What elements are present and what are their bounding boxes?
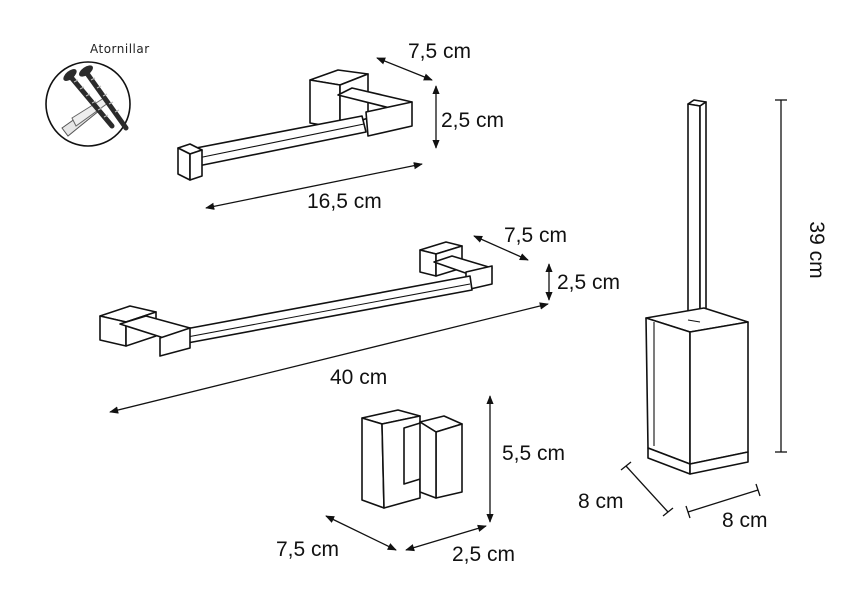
brush-holder-width-label: 8 cm <box>722 509 768 532</box>
hook-height-label: 5,5 cm <box>502 442 565 465</box>
install-label: Atornillar <box>90 42 150 56</box>
towel-bar-width-label: 40 cm <box>330 366 387 389</box>
paper-holder-height-label: 2,5 cm <box>441 109 504 132</box>
screws-badge: Atornillar <box>45 42 150 147</box>
brush-holder-dimensions: 39 cm 8 cm 8 cm <box>578 99 828 532</box>
towel-bar-depth-label: 7,5 cm <box>504 224 567 247</box>
brush-holder-height-label: 39 cm <box>805 221 828 278</box>
screw-icon <box>63 65 129 131</box>
hook-illustration <box>361 409 463 509</box>
paper-holder-illustration <box>177 69 413 181</box>
paper-holder-depth-label: 7,5 cm <box>408 40 471 63</box>
hook-depth-label: 7,5 cm <box>276 538 339 561</box>
hook-width-label: 2,5 cm <box>452 543 515 566</box>
towel-bar-illustration <box>99 241 493 357</box>
brush-holder-depth-label: 8 cm <box>578 490 624 513</box>
paper-holder-dimensions: 7,5 cm 2,5 cm 16,5 cm <box>205 40 504 213</box>
brush-holder-illustration <box>645 99 749 475</box>
paper-holder-width-label: 16,5 cm <box>307 190 382 213</box>
hook-dimensions: 5,5 cm 7,5 cm 2,5 cm <box>276 395 565 566</box>
towel-bar-height-label: 2,5 cm <box>557 271 620 294</box>
towel-bar-dimensions: 7,5 cm 2,5 cm 40 cm <box>109 224 620 414</box>
